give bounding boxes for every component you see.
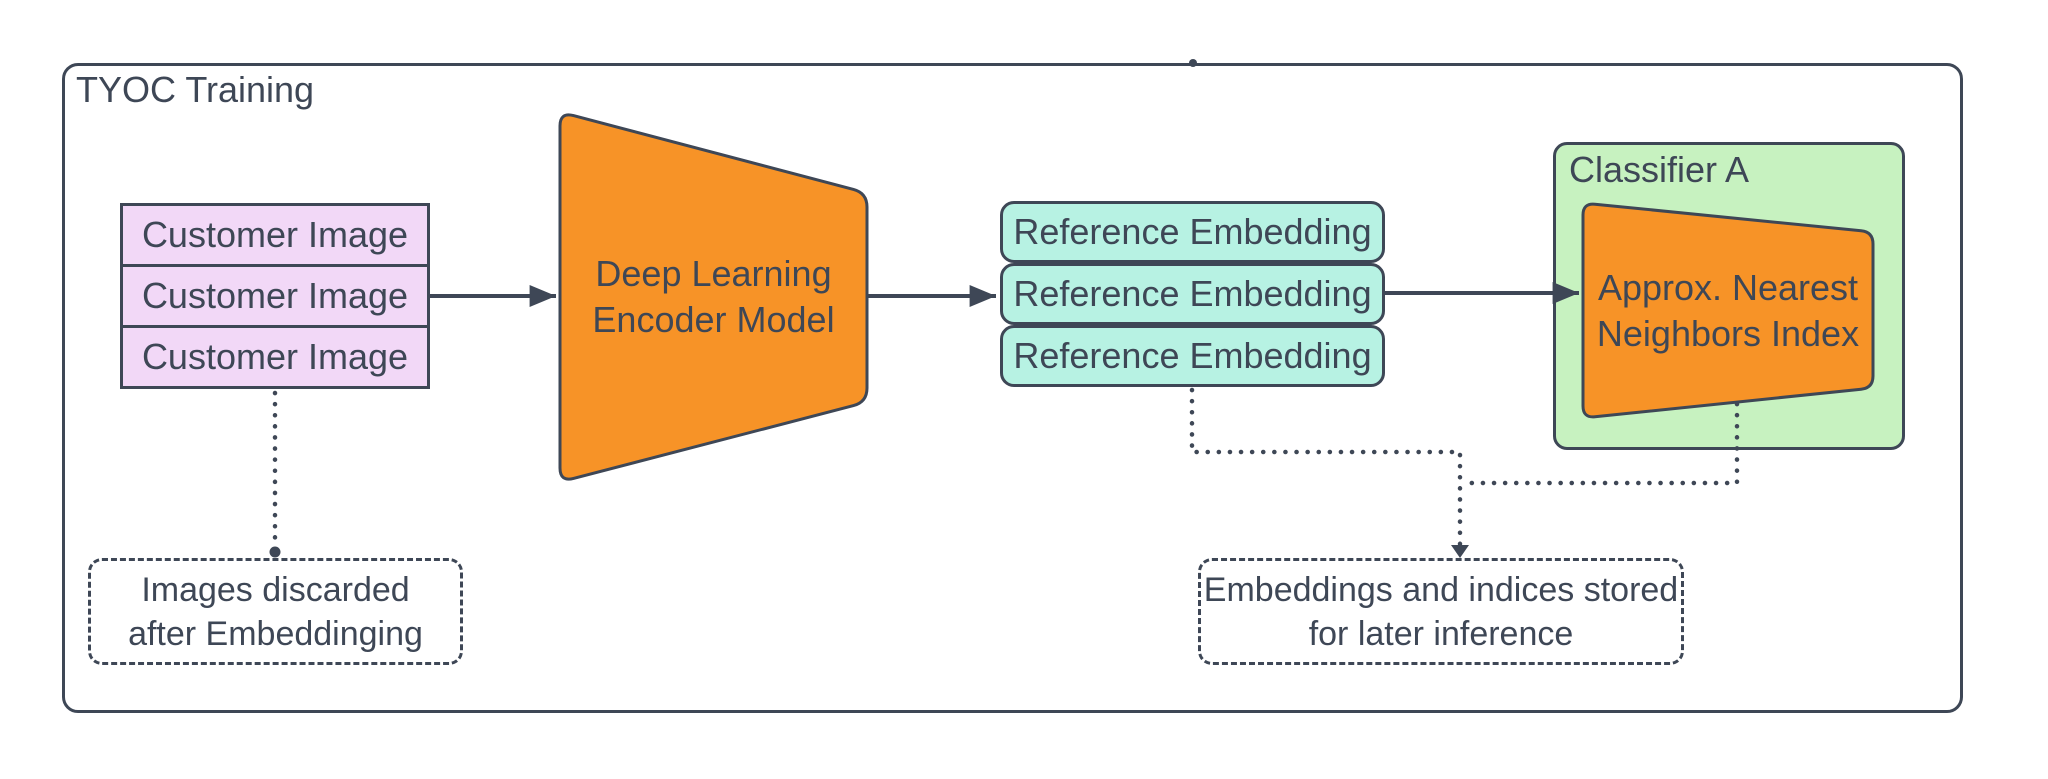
reference-embedding-box: Reference Embedding	[1000, 201, 1385, 263]
reference-embedding-box: Reference Embedding	[1000, 263, 1385, 325]
note-line: Embeddings and indices stored	[1203, 570, 1679, 609]
reference-embedding-box: Reference Embedding	[1000, 325, 1385, 387]
customer-image-box: Customer Image	[120, 264, 430, 328]
note-images-discarded: Images discarded after Embeddinging	[88, 558, 463, 665]
encoder-label: Deep Learning Encoder Model	[560, 112, 867, 482]
ann-index-label-line: Neighbors Index	[1596, 312, 1860, 354]
customer-image-box: Customer Image	[120, 203, 430, 267]
customer-image-label: Customer Image	[141, 214, 409, 255]
customer-image-box: Customer Image	[120, 325, 430, 389]
encoder-label-line: Encoder Model	[592, 299, 835, 340]
note-line: for later inference	[1308, 614, 1574, 653]
tyoc-training-title: TYOC Training	[76, 69, 315, 110]
note-embeddings-stored: Embeddings and indices stored for later …	[1198, 558, 1684, 665]
ann-index-label: Approx. Nearest Neighbors Index	[1583, 203, 1873, 418]
reference-embedding-label: Reference Embedding	[1013, 273, 1372, 314]
encoder-label-line: Deep Learning	[595, 253, 832, 294]
note-line: Images discarded	[141, 570, 410, 609]
reference-embedding-label: Reference Embedding	[1013, 211, 1372, 252]
note-line: after Embeddinging	[128, 614, 423, 653]
customer-image-label: Customer Image	[141, 336, 409, 377]
ann-index-label-line: Approx. Nearest	[1597, 266, 1859, 308]
classifier-a-title: Classifier A	[1569, 149, 1750, 190]
reference-embedding-label: Reference Embedding	[1013, 335, 1372, 376]
customer-image-label: Customer Image	[141, 275, 409, 316]
